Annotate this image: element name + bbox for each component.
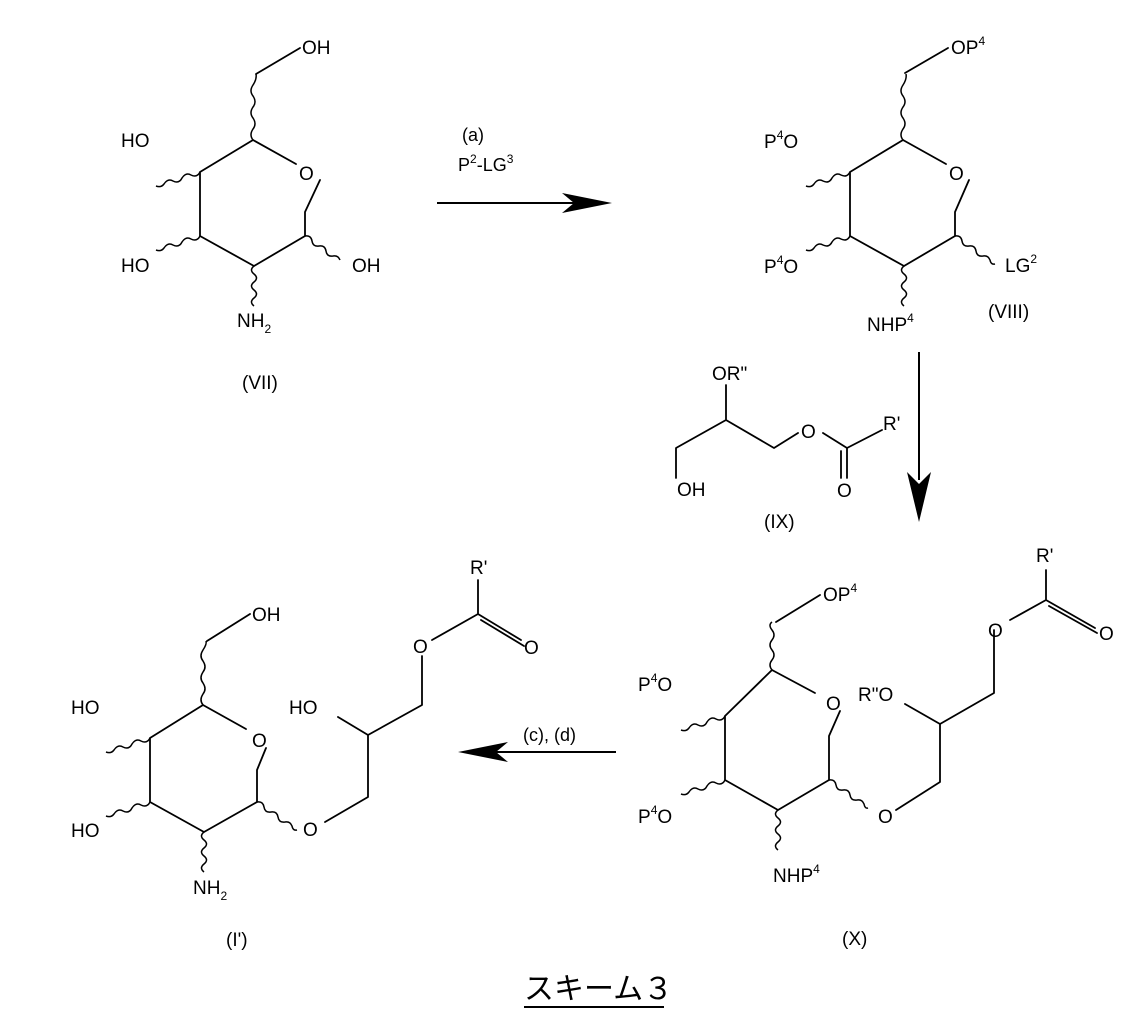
x-wavy-c5 (770, 622, 774, 670)
x-glyco-o: O (878, 807, 893, 828)
step-a-reagent: P2-LG3 (458, 152, 514, 175)
step-a: (a) P2-LG3 (437, 125, 612, 213)
scheme-title: スキーム３ (524, 973, 673, 1006)
viii-wavy-c3 (806, 236, 850, 251)
vii-ho-left-bottom: HO (121, 256, 150, 277)
vii-oh-right: OH (352, 256, 381, 277)
i-wavy-c4 (106, 738, 150, 753)
ix-r1: R' (883, 414, 900, 435)
x-ester-o: O (988, 621, 1003, 642)
vii-wavy-c4 (156, 172, 200, 187)
compound-x: OP4 P4O O P4O O NHP4 R"O O R' O (X) (638, 546, 1114, 950)
vii-oh-top: OH (302, 38, 331, 59)
viii-wavy-c2 (902, 266, 907, 306)
vii-label: (VII) (242, 373, 278, 394)
viii-label: (VIII) (988, 302, 1029, 323)
compound-ix: OR" O R' O OH (IX) (676, 364, 900, 533)
step-cd: (c), (d) (458, 725, 616, 762)
i-ch2-bond (207, 614, 250, 641)
viii-ch2-bond (905, 48, 948, 73)
compound-i-prime: OH HO O HO O NH2 HO O R' O (I') (71, 558, 539, 951)
i-ring-o: O (252, 731, 267, 752)
viii-op-top: OP4 (951, 34, 985, 59)
compound-viii: OP4 P4O O P4O LG2 NHP4 (VIII) (764, 34, 1037, 336)
x-p4o-top: P4O (638, 671, 672, 696)
x-wavy-c1 (829, 780, 868, 808)
ix-label: (IX) (764, 512, 795, 533)
ix-carbonyl-o: O (837, 481, 852, 502)
compound-vii: OH HO O HO OH NH2 (VII) (121, 38, 381, 394)
i-oh-top: OH (252, 605, 281, 626)
ix-bonds (676, 385, 882, 478)
ix-oh: OH (677, 480, 706, 501)
viii-lg: LG2 (1005, 252, 1037, 277)
x-nhp: NHP4 (773, 862, 820, 887)
vii-wavy-c5 (251, 74, 256, 140)
vii-ho-left-top: HO (121, 131, 150, 152)
ix-ester-o: O (801, 422, 816, 443)
viii-wavy-c1 (955, 236, 995, 264)
viii-wavy-c5 (901, 74, 906, 140)
scheme-title-group: スキーム３ (524, 973, 673, 1007)
i-wavy-c2 (202, 832, 207, 872)
viii-nhp: NHP4 (867, 311, 914, 336)
x-ring-o: O (826, 694, 841, 715)
viii-ring-bonds (850, 140, 969, 266)
vii-wavy-c3 (156, 236, 200, 251)
x-r2o: R"O (858, 685, 893, 706)
vii-wavy-c1 (305, 236, 340, 260)
i-ring-bonds (150, 705, 266, 832)
i-r1: R' (470, 558, 487, 579)
i-glycerol-bonds (325, 580, 524, 822)
vii-nh2: NH2 (237, 311, 271, 336)
i-nh2: NH2 (193, 878, 227, 903)
i-ho-left-top: HO (71, 698, 100, 719)
x-op-top: OP4 (823, 581, 857, 606)
x-ring-bonds (725, 670, 840, 810)
x-ch2-bond (776, 595, 820, 622)
i-label: (I') (226, 930, 248, 951)
x-wavy-c3 (681, 780, 725, 795)
step-b-arrow (907, 352, 931, 522)
viii-wavy-c4 (806, 172, 850, 187)
i-ho-glycerol: HO (289, 698, 318, 719)
viii-p4o-bottom: P4O (764, 253, 798, 278)
step-cd-label: (c), (d) (523, 725, 576, 745)
x-wavy-c2 (776, 810, 781, 850)
x-label: (X) (842, 929, 867, 950)
i-wavy-c5 (201, 641, 206, 705)
viii-ring-o: O (949, 164, 964, 185)
x-r1: R' (1036, 546, 1053, 567)
i-glyco-o: O (303, 820, 318, 841)
viii-p4o-top: P4O (764, 128, 798, 153)
vii-ring-o: O (299, 164, 314, 185)
x-carbonyl-o: O (1099, 624, 1114, 645)
i-ho-left-bottom: HO (71, 821, 100, 842)
ix-or2: OR" (712, 364, 747, 385)
i-ester-o: O (413, 637, 428, 658)
x-p4o-bottom: P4O (638, 803, 672, 828)
i-carbonyl-o: O (524, 638, 539, 659)
i-wavy-c3 (106, 802, 150, 817)
vii-ch2-bond (256, 48, 300, 74)
vii-wavy-c2 (252, 266, 257, 306)
i-wavy-c1 (257, 802, 297, 830)
x-wavy-c4 (681, 716, 725, 731)
x-glycerol-bonds (896, 570, 1097, 810)
vii-ring-bonds (200, 140, 320, 266)
step-a-label: (a) (462, 125, 484, 145)
